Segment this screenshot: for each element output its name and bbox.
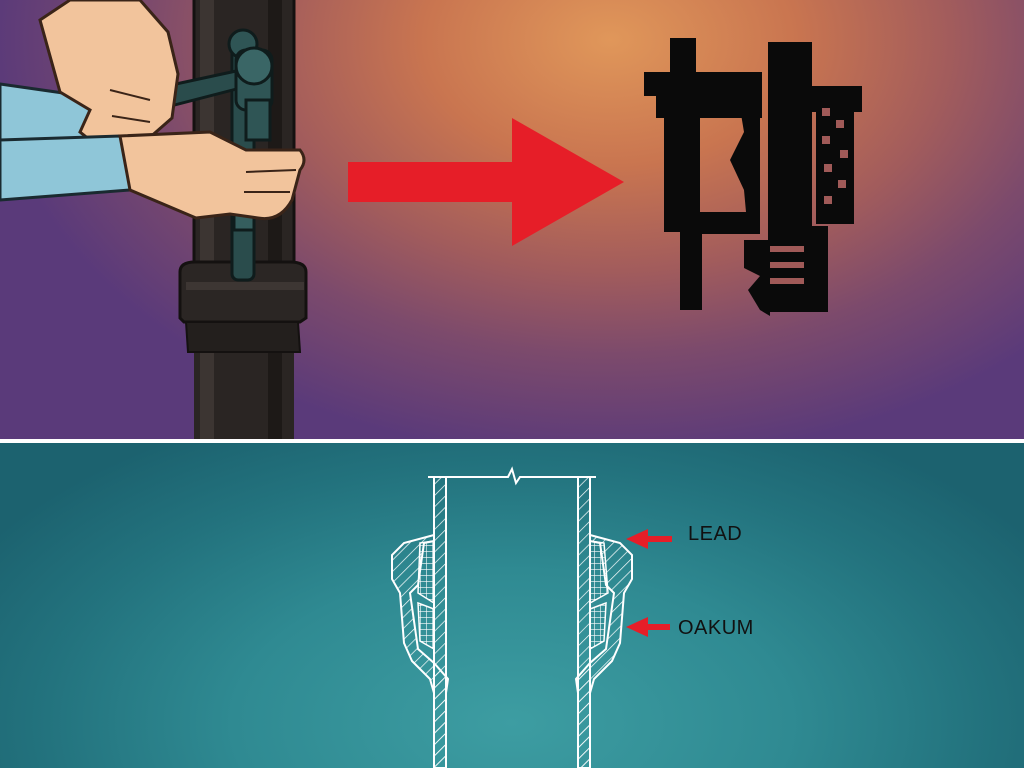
cast-iron-joint-icon xyxy=(644,38,862,316)
pointer-arrow-icon xyxy=(626,529,672,549)
joint-cross-section xyxy=(391,466,672,768)
oakum-label: OAKUM xyxy=(678,617,754,639)
lead-label: LEAD xyxy=(688,523,743,545)
pipe-walls xyxy=(391,466,633,768)
right-arrow-icon xyxy=(348,118,624,246)
oakum-fill xyxy=(417,601,607,651)
lower-hand xyxy=(0,130,306,221)
illustration-canvas xyxy=(0,0,862,439)
panel-divider xyxy=(0,439,1024,443)
diagram-panel: LEAD OAKUM xyxy=(0,443,1024,768)
pointer-arrow-icon xyxy=(626,617,670,637)
lead-fill xyxy=(417,540,609,605)
illustration-panel xyxy=(0,0,1024,439)
